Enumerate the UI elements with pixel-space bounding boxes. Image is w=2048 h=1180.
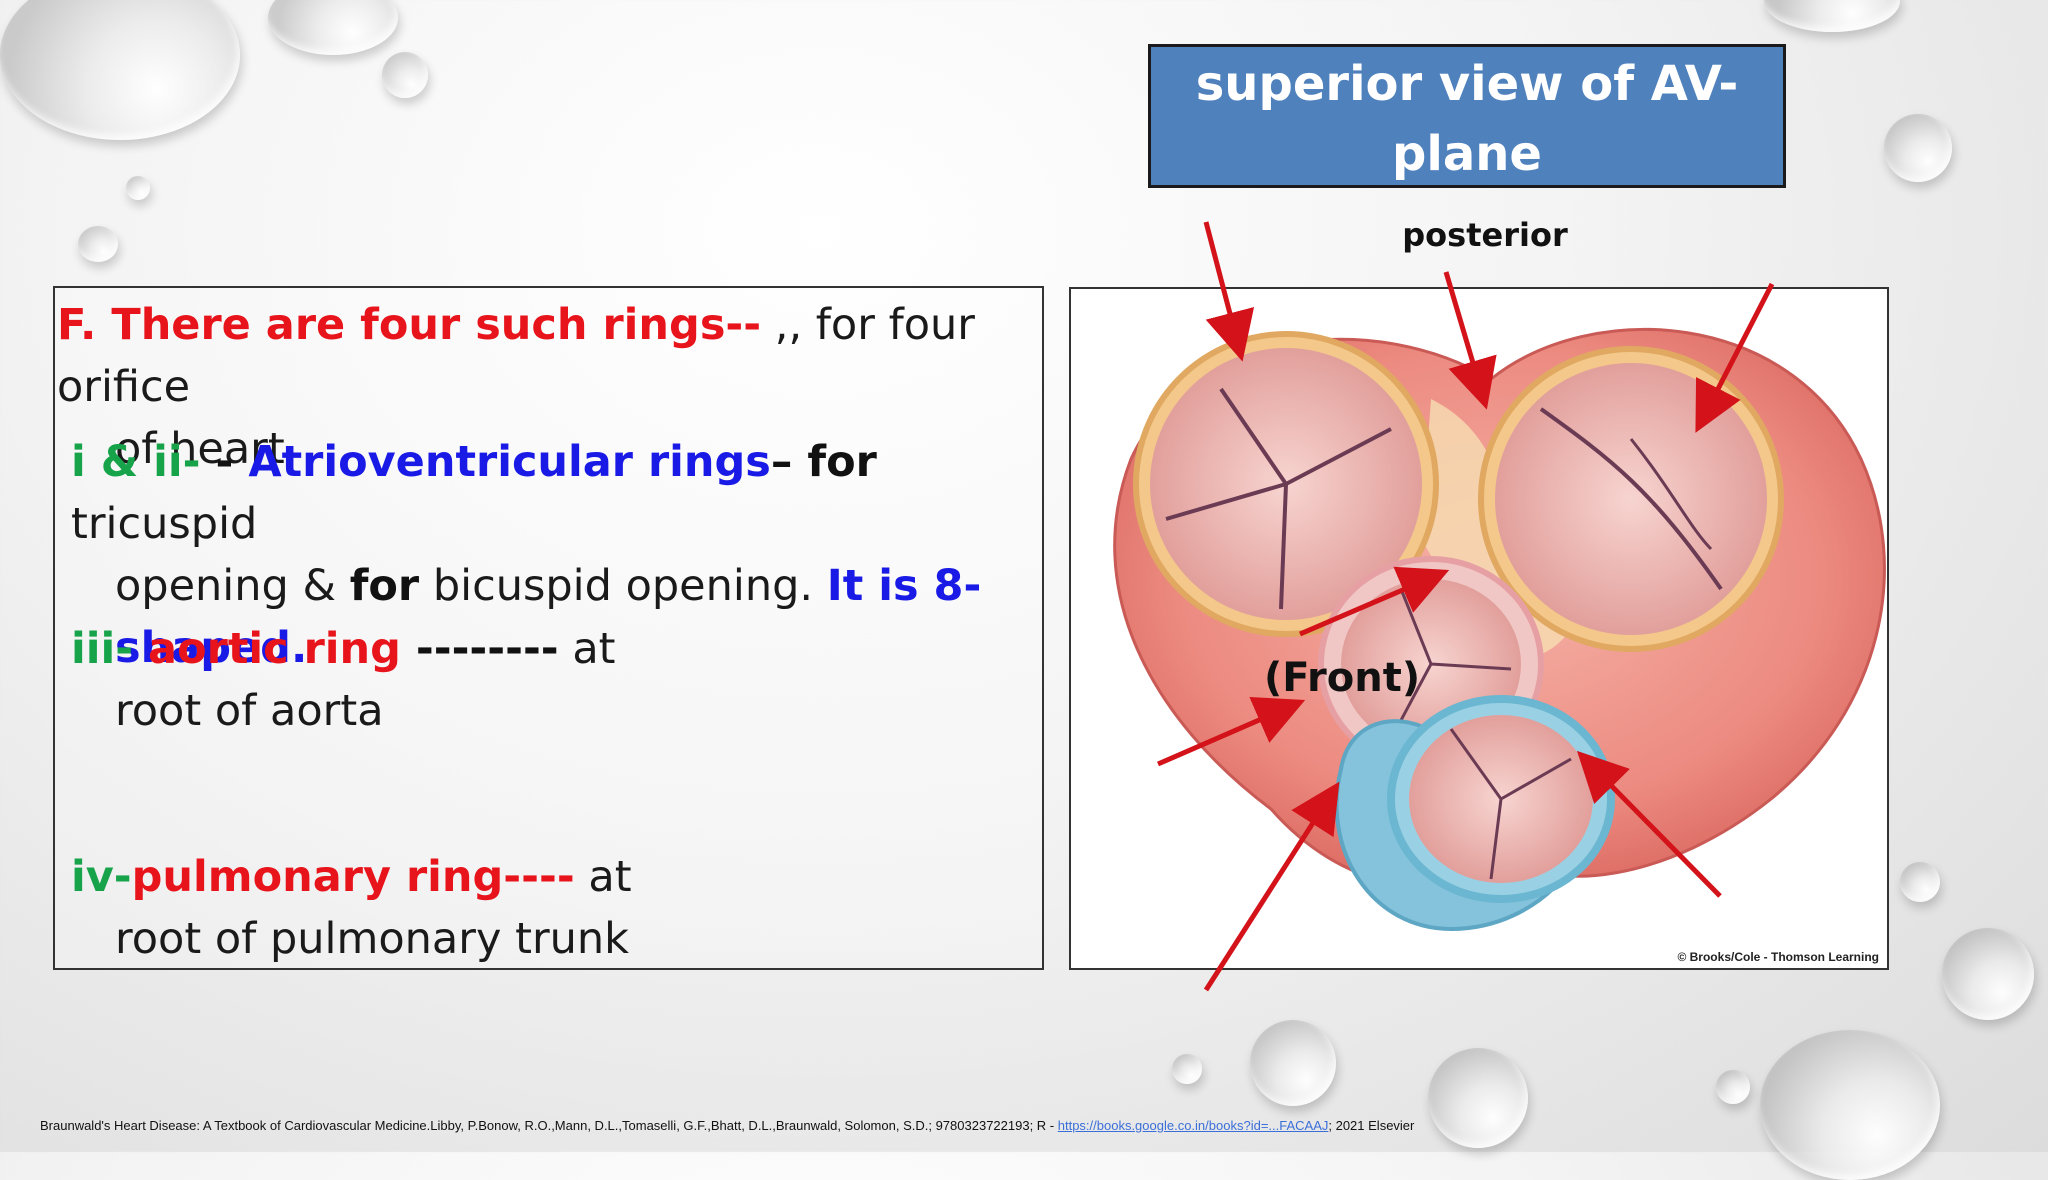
four-rings-text-cont: of heart <box>115 424 285 474</box>
heart-valve-figure: © Brooks/Cole - Thomson Learning <box>1069 287 1889 970</box>
item-number-i-ii: i & ii- <box>71 437 201 487</box>
av-eight-shaped-cont: shaped. <box>115 623 308 673</box>
heart-valves-illustration <box>1113 327 1886 932</box>
water-drop-decoration <box>78 226 118 262</box>
av-text-line2-b: bicuspid opening. <box>419 561 827 611</box>
slide-title-line1: superior view of AV- <box>1195 56 1739 112</box>
av-dash: - <box>200 437 249 487</box>
text-content-box: F. There are four such rings-- ,, for fo… <box>53 286 1044 970</box>
paragraph-pulmonary-ring: iv-pulmonary ring---- at root of pulmona… <box>71 846 1031 970</box>
pulmonary-ring-term: pulmonary ring---- <box>131 852 575 902</box>
paragraph-aortic-ring: iii- aortic ring -------- at root of aor… <box>71 618 1031 742</box>
water-drop-decoration <box>1900 862 1940 902</box>
front-label: (Front) <box>1264 655 1421 701</box>
aortic-text-line2: root of aorta <box>115 686 384 736</box>
water-drop-decoration <box>1716 1070 1750 1104</box>
item-number-iv: iv- <box>71 852 132 902</box>
av-text: tricuspid <box>71 499 258 549</box>
water-drop-decoration <box>1428 1048 1528 1148</box>
item-number-iii: iii- <box>71 624 134 674</box>
aortic-text: at <box>558 624 616 674</box>
water-drop-decoration <box>1760 1030 1940 1180</box>
image-credit: © Brooks/Cole - Thomson Learning <box>1677 950 1879 964</box>
water-drop-decoration <box>1942 928 2034 1020</box>
aortic-dashes: -------- <box>400 624 559 674</box>
water-drop-decoration <box>1172 1054 1202 1084</box>
four-rings-heading: F. There are four such rings-- <box>57 300 762 350</box>
av-text-line2: opening & <box>115 561 350 611</box>
water-drop-decoration <box>1250 1020 1336 1106</box>
water-drop-decoration <box>382 52 428 98</box>
paragraph-av-rings: i & ii- - Atrioventricular rings– for tr… <box>71 431 1031 679</box>
posterior-label: posterior <box>1402 216 1568 254</box>
av-rings-term: Atrioventricular rings <box>248 437 771 487</box>
water-drop-decoration <box>1884 114 1952 182</box>
water-drop-decoration <box>0 0 240 140</box>
pulmonary-text: at <box>574 852 632 902</box>
aortic-ring-term: aortic ring <box>133 624 401 674</box>
av-eight-shaped: It is 8- <box>826 561 982 611</box>
pulmonary-text-line2: root of pulmonary trunk <box>115 914 630 964</box>
water-drop-decoration <box>268 0 398 55</box>
water-drop-decoration <box>126 176 150 200</box>
four-rings-text: ,, for four orifice <box>57 300 975 412</box>
citation-text: Braunwald's Heart Disease: A Textbook of… <box>40 1118 1058 1133</box>
citation-link[interactable]: https://books.google.co.in/books?id=...F… <box>1057 1118 1329 1133</box>
water-drop-decoration <box>1764 0 1900 32</box>
citation-tail: ; 2021 Elsevier <box>1328 1118 1415 1133</box>
slide-title-line2: plane <box>1392 126 1542 182</box>
av-for: for <box>349 561 420 611</box>
slide-title-box: superior view of AV- plane <box>1148 44 1786 188</box>
paragraph-four-rings: F. There are four such rings-- ,, for fo… <box>57 294 1037 480</box>
av-sep: – for <box>770 437 877 487</box>
citation-footer: Braunwald's Heart Disease: A Textbook of… <box>40 1118 1414 1133</box>
